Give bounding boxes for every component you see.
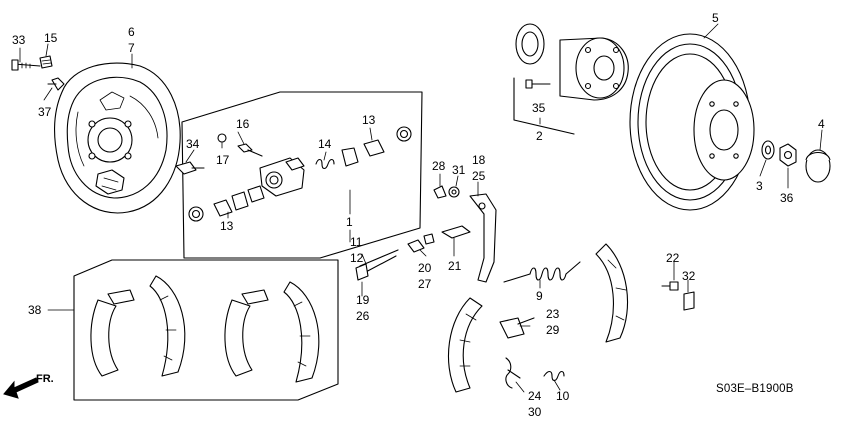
callout-24: 24 (528, 389, 542, 403)
callout-20: 20 (418, 261, 432, 275)
wheel-cylinder-group-box (181, 91, 423, 259)
callout-17: 17 (216, 153, 230, 167)
diagram-code: S03E–B1900B (716, 383, 794, 395)
callout-numbers: 33 15 37 6 7 34 16 17 14 13 13 1 11 12 1… (12, 11, 825, 419)
callout-33: 33 (12, 33, 26, 47)
callout-27: 27 (418, 277, 432, 291)
hub-cap-4 (805, 149, 831, 183)
leader-lines (19, 23, 823, 393)
clip-32 (683, 291, 695, 311)
callout-7: 7 (128, 41, 135, 55)
shoe-set-box (73, 259, 339, 401)
bleeder-16 (237, 143, 263, 157)
callout-13-bottom: 13 (220, 219, 234, 233)
shoe-right-pair (224, 281, 320, 383)
bolt-33 (11, 59, 41, 71)
adjuster-lever-23 (499, 317, 535, 339)
callout-10: 10 (556, 389, 570, 403)
callout-1: 1 (346, 215, 353, 229)
callout-5: 5 (712, 11, 719, 25)
callout-29: 29 (546, 323, 560, 337)
spring-10 (543, 370, 565, 382)
callout-14: 14 (318, 137, 332, 151)
return-spring-9 (503, 261, 581, 283)
callout-23: 23 (546, 307, 560, 321)
spring-14 (315, 158, 335, 170)
brake-shoe-front (447, 297, 483, 393)
cap-17 (217, 133, 227, 143)
oil-seal (515, 23, 545, 65)
callout-28: 28 (432, 159, 446, 173)
clip-28 (433, 185, 447, 199)
bolt-35 (525, 79, 551, 89)
adjuster-end-21 (441, 225, 471, 239)
callout-2: 2 (536, 129, 543, 143)
wheel-cylinder-body (259, 157, 305, 197)
callout-18: 18 (472, 153, 486, 167)
callout-38: 38 (28, 303, 42, 317)
parking-lever (469, 193, 497, 283)
callout-11: 11 (350, 235, 363, 249)
callout-37: 37 (38, 105, 52, 119)
callout-30: 30 (528, 405, 542, 419)
callout-4: 4 (818, 117, 825, 131)
callout-6: 6 (128, 25, 135, 39)
callout-36: 36 (780, 191, 794, 205)
callout-26: 26 (356, 309, 370, 323)
brake-shoe-rear (595, 243, 629, 343)
backing-plate (54, 62, 181, 214)
spring-24 (505, 357, 521, 389)
shoe-left-pair (90, 275, 186, 377)
washer-31 (448, 186, 460, 198)
callout-31: 31 (452, 163, 466, 177)
hub-flange (559, 37, 629, 101)
callout-32: 32 (682, 269, 696, 283)
hub-group-box (513, 77, 575, 135)
spindle-nut-36 (779, 143, 797, 167)
callout-34: 34 (186, 137, 200, 151)
front-direction-label: FR. (36, 373, 54, 385)
callout-25: 25 (472, 169, 486, 183)
clip-15 (39, 55, 53, 69)
cups-13-right (341, 126, 412, 167)
front-direction-arrow (3, 377, 39, 399)
cups-13-left (188, 185, 265, 222)
callout-21: 21 (448, 259, 462, 273)
callout-9: 9 (536, 289, 543, 303)
adjuster-rod (355, 249, 399, 281)
bolt-34 (175, 161, 205, 175)
callout-15: 15 (44, 31, 58, 45)
callout-12: 12 (350, 251, 364, 265)
callout-22: 22 (666, 251, 680, 265)
brake-drum (629, 33, 755, 211)
callout-13-top: 13 (362, 113, 376, 127)
callout-35: 35 (532, 101, 546, 115)
callout-19: 19 (356, 293, 370, 307)
adjuster-nut-20 (407, 233, 435, 253)
bolt-37 (47, 77, 65, 91)
callout-3: 3 (756, 179, 763, 193)
washer-3 (761, 140, 775, 160)
pin-22 (661, 281, 679, 291)
callout-16: 16 (236, 117, 250, 131)
